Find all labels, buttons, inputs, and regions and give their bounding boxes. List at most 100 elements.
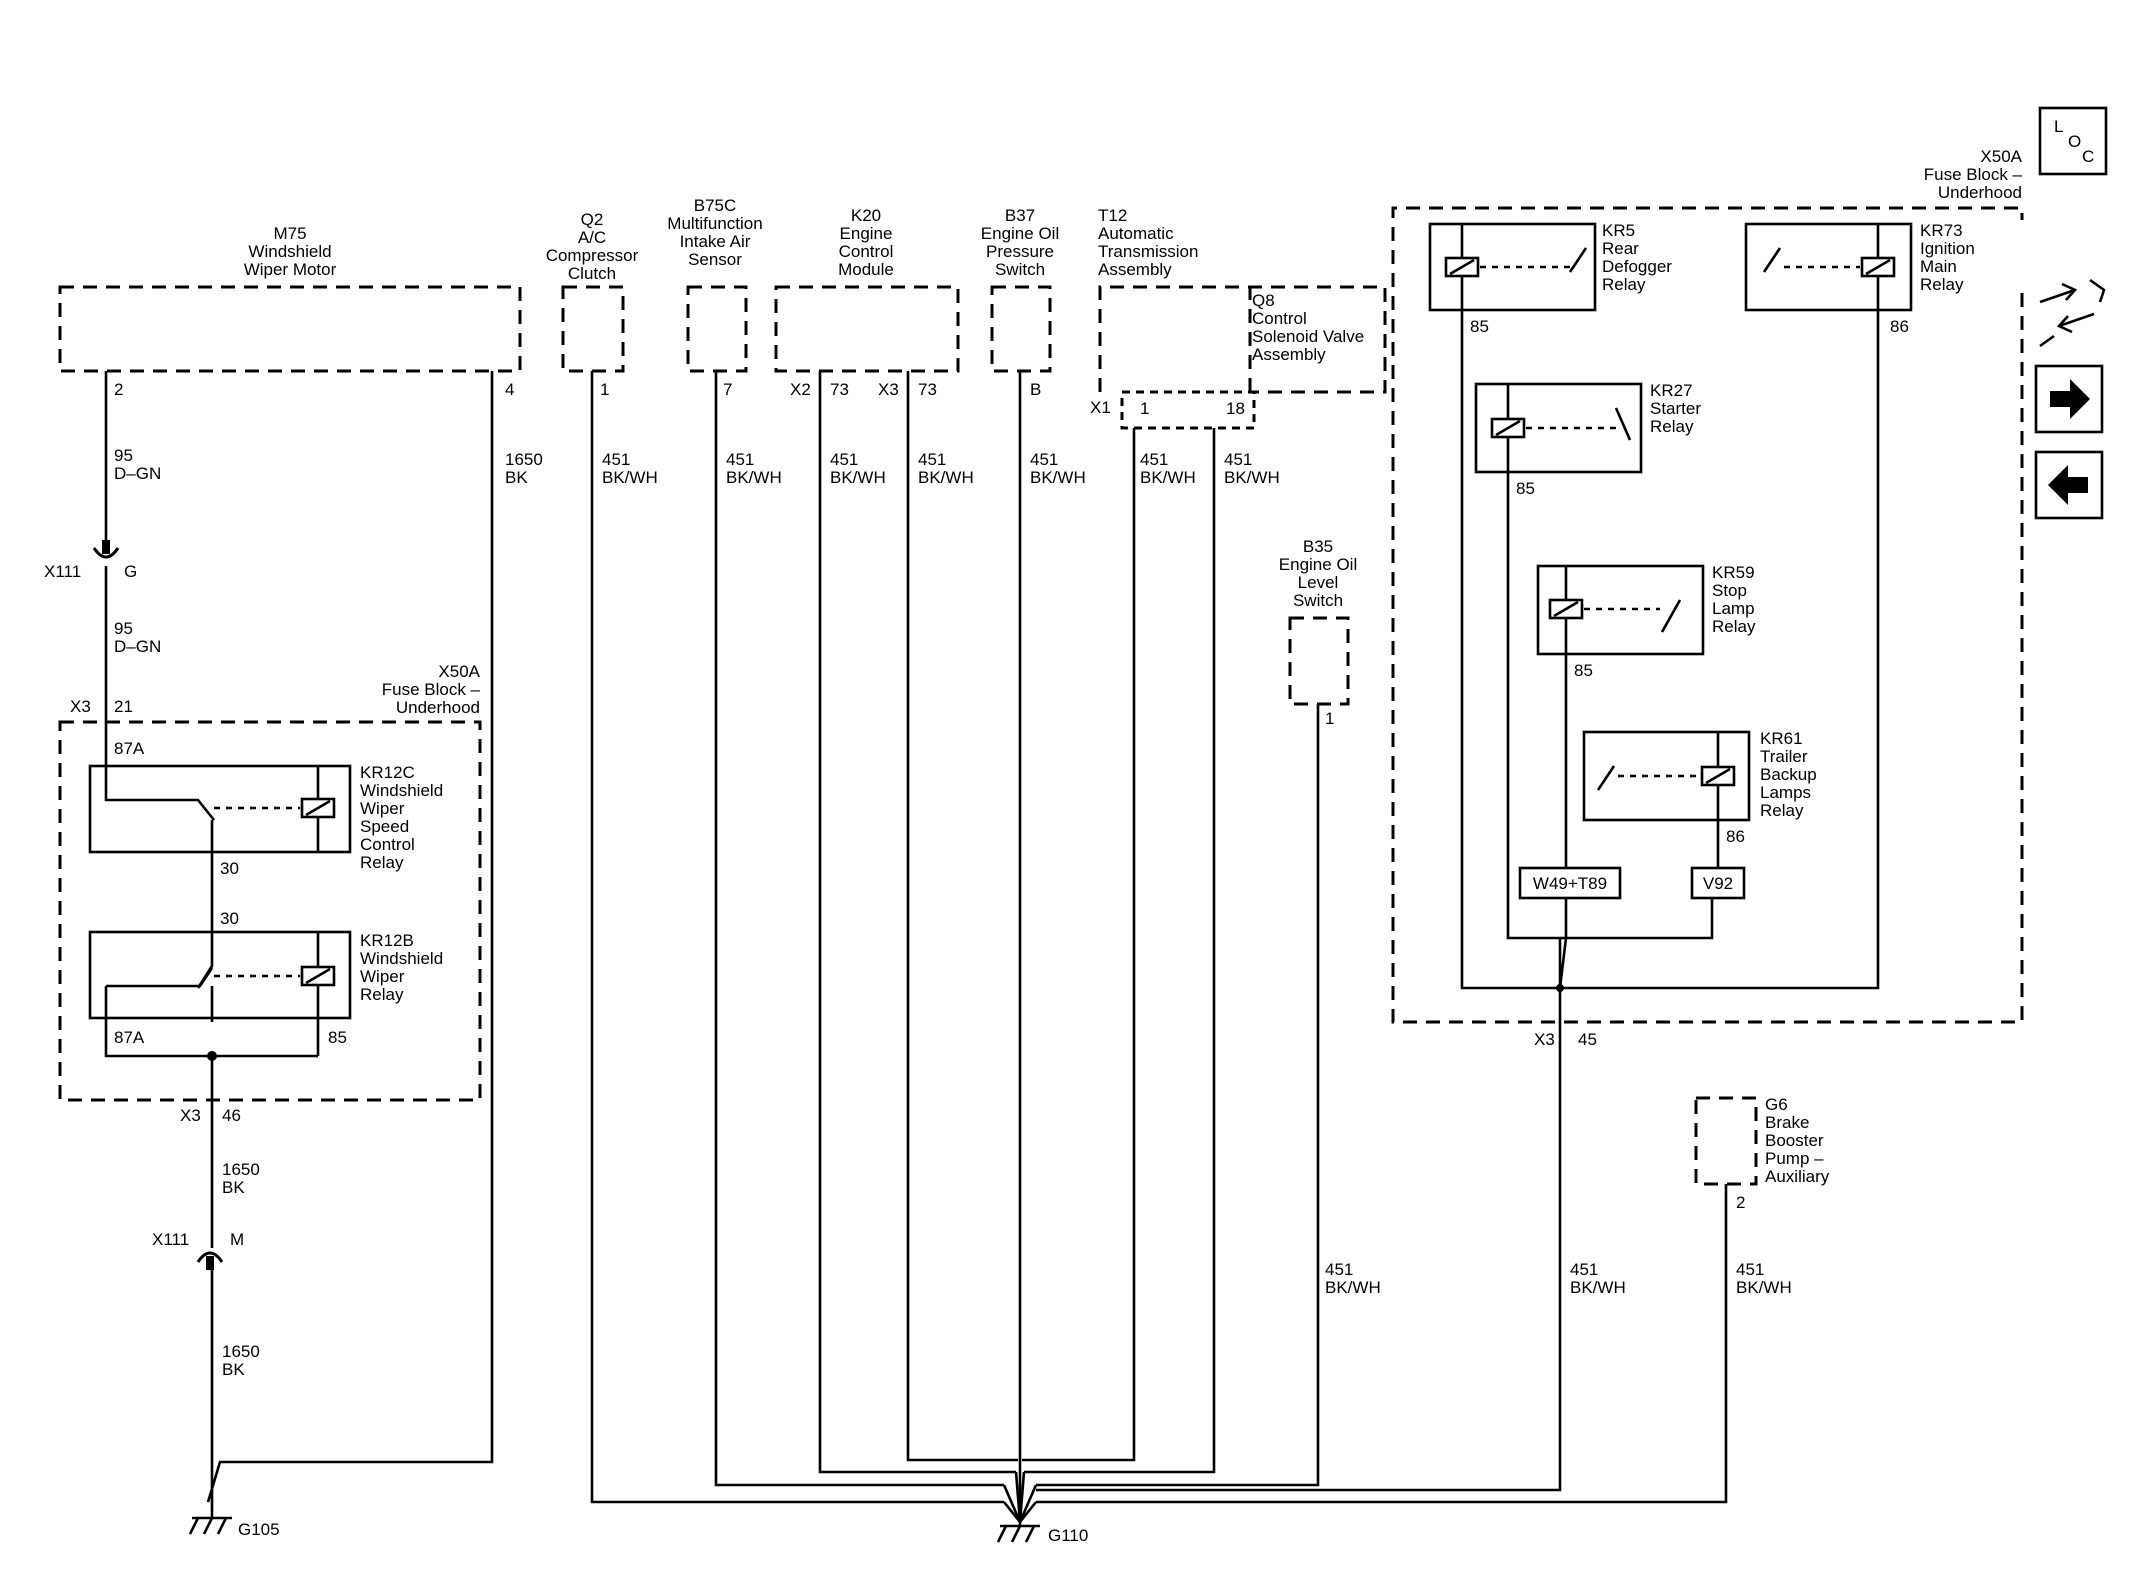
wire-bkwh-x50a: BK/WH (1570, 1278, 1626, 1297)
b37-engine-oil-pressure-switch: B37 Engine Oil Pressure Switch B (981, 206, 1059, 399)
t12-pin-1: 1 (1140, 399, 1149, 418)
x111-bot-id: X111 (152, 1230, 189, 1249)
kr12c-pin-87a: 87A (114, 739, 145, 758)
loc-button[interactable]: L O C (2038, 106, 2108, 176)
g6-name-2: Booster (1765, 1131, 1824, 1150)
wire-bkwh-b37: BK/WH (1030, 468, 1086, 487)
kr5-line-2: Defogger (1602, 257, 1672, 276)
x50a-left-pin-46: 46 (222, 1106, 241, 1125)
kr12c-pin-30: 30 (220, 859, 239, 878)
k20-pin-73b: 73 (918, 380, 937, 399)
kr59-line-1: Stop (1712, 581, 1747, 600)
k20-name-3: Module (838, 260, 894, 279)
q8-id: Q8 (1252, 291, 1275, 310)
ground-g110-label: G110 (1048, 1526, 1088, 1545)
x111-top-id: X111 (44, 562, 81, 581)
t12-automatic-transmission-assembly: T12 Automatic Transmission Assembly X1 1… (1090, 206, 1387, 430)
q8-control-solenoid-valve-assembly: Q8 Control Solenoid Valve Assembly (1252, 291, 1364, 364)
kr5-pin-85: 85 (1470, 317, 1489, 336)
x50a-right-name-2: Underhood (1938, 183, 2022, 202)
kr12b-line-1: Windshield (360, 949, 443, 968)
b35-engine-oil-level-switch: B35 Engine Oil Level Switch 1 (1279, 537, 1357, 728)
t12-name-3: Assembly (1098, 260, 1172, 279)
g6-name-3: Pump – (1765, 1149, 1824, 1168)
wire-1650-b: 1650 (222, 1160, 260, 1179)
wire-1650-c: 1650 (222, 1342, 260, 1361)
kr61-id: KR61 (1760, 729, 1803, 748)
wire-bk-b: BK (222, 1178, 245, 1197)
kr12b-id: KR12B (360, 931, 414, 950)
wire-1650-a: 1650 (505, 450, 543, 469)
kr27-starter-relay: KR27 Starter Relay 85 (1474, 381, 1701, 498)
kr59-line-3: Relay (1712, 617, 1756, 636)
kr5-line-3: Relay (1602, 275, 1646, 294)
arrow-right-icon[interactable] (2034, 364, 2104, 434)
b35-pin: 1 (1325, 709, 1334, 728)
kr12b-line-2: Wiper (360, 967, 405, 986)
wire-451-k20b: 451 (918, 450, 946, 469)
b35-name-1: Engine Oil (1279, 555, 1357, 574)
wire-bkwh-b75c: BK/WH (726, 468, 782, 487)
kr12b-relay: 30 KR12B Windshield Wiper Relay 87A 85 (88, 820, 443, 1061)
b37-name-1: Engine Oil (981, 224, 1059, 243)
g6-name-1: Brake (1765, 1113, 1809, 1132)
b75c-id: B75C (694, 196, 737, 215)
loc-letter-c: C (2082, 147, 2094, 166)
q2-ac-compressor-clutch: Q2 A/C Compressor Clutch 1 (546, 210, 639, 399)
swap-wrench-icon[interactable] (2039, 278, 2106, 348)
wire-dgn-b: D–GN (114, 637, 161, 656)
t12-name-2: Transmission (1098, 242, 1198, 261)
x50a-left-name-1: Fuse Block – (382, 680, 481, 699)
kr27-line-1: Starter (1650, 399, 1701, 418)
q8-name-3: Assembly (1252, 345, 1326, 364)
kr73-ignition-main-relay: KR73 Ignition Main Relay 86 (1744, 221, 1975, 336)
kr12c-relay: 87A KR12C Windshield Wiper Speed Control… (88, 724, 443, 878)
q2-name-3: Clutch (568, 264, 616, 283)
t12-conn-x1: X1 (1090, 398, 1111, 417)
q2-pin: 1 (600, 380, 609, 399)
wire-dgn-a: D–GN (114, 464, 161, 483)
kr73-line-1: Ignition (1920, 239, 1975, 258)
arrow-left-icon[interactable] (2034, 450, 2104, 520)
wire-bkwh-t12a: BK/WH (1140, 468, 1196, 487)
wire-451-x50a: 451 (1570, 1260, 1598, 1279)
b75c-pin: 7 (723, 380, 732, 399)
b37-id: B37 (1005, 206, 1035, 225)
kr59-line-2: Lamp (1712, 599, 1755, 618)
ground-g105-label: G105 (238, 1520, 280, 1539)
k20-name-2: Control (839, 242, 894, 261)
wire-bkwh-q2: BK/WH (602, 468, 658, 487)
kr12c-line-2: Wiper (360, 799, 405, 818)
kr61-trailer-backup-lamps-relay: KR61 Trailer Backup Lamps Relay 86 (1582, 729, 1817, 868)
x50a-left-name-2: Underhood (396, 698, 480, 717)
q2-name-2: Compressor (546, 246, 639, 265)
wire-bk-a: BK (505, 468, 528, 487)
x50a-right-name-1: Fuse Block – (1924, 165, 2023, 184)
kr5-line-1: Rear (1602, 239, 1639, 258)
wire-bkwh-k20b: BK/WH (918, 468, 974, 487)
x50a-right-id: X50A (1980, 147, 2022, 166)
b75c-name-3: Sensor (688, 250, 742, 269)
kr61-line-4: Relay (1760, 801, 1804, 820)
kr12c-line-3: Speed (360, 817, 409, 836)
q2-id: Q2 (581, 210, 604, 229)
b37-pin: B (1030, 380, 1041, 399)
kr61-pin-86: 86 (1726, 827, 1745, 846)
q2-name-1: A/C (578, 228, 606, 247)
ground-g105: G105 (188, 1502, 280, 1539)
kr27-pin-85: 85 (1516, 479, 1535, 498)
wire-bk-c: BK (222, 1360, 245, 1379)
g6-pin: 2 (1736, 1193, 1745, 1212)
t12-id: T12 (1098, 206, 1127, 225)
x50a-left-pin-21: 21 (114, 697, 133, 716)
x50a-left-conn-bot: X3 (180, 1106, 201, 1125)
q8-name-1: Control (1252, 309, 1307, 328)
x50a-right-pin-45: 45 (1578, 1030, 1597, 1049)
b37-name-3: Switch (995, 260, 1045, 279)
m75-id: M75 (273, 224, 306, 243)
kr12b-pin-87a: 87A (114, 1028, 145, 1047)
x111-top-pin: G (124, 562, 137, 581)
x50a-left-id: X50A (438, 662, 480, 681)
k20-conn-x3: X3 (878, 380, 899, 399)
